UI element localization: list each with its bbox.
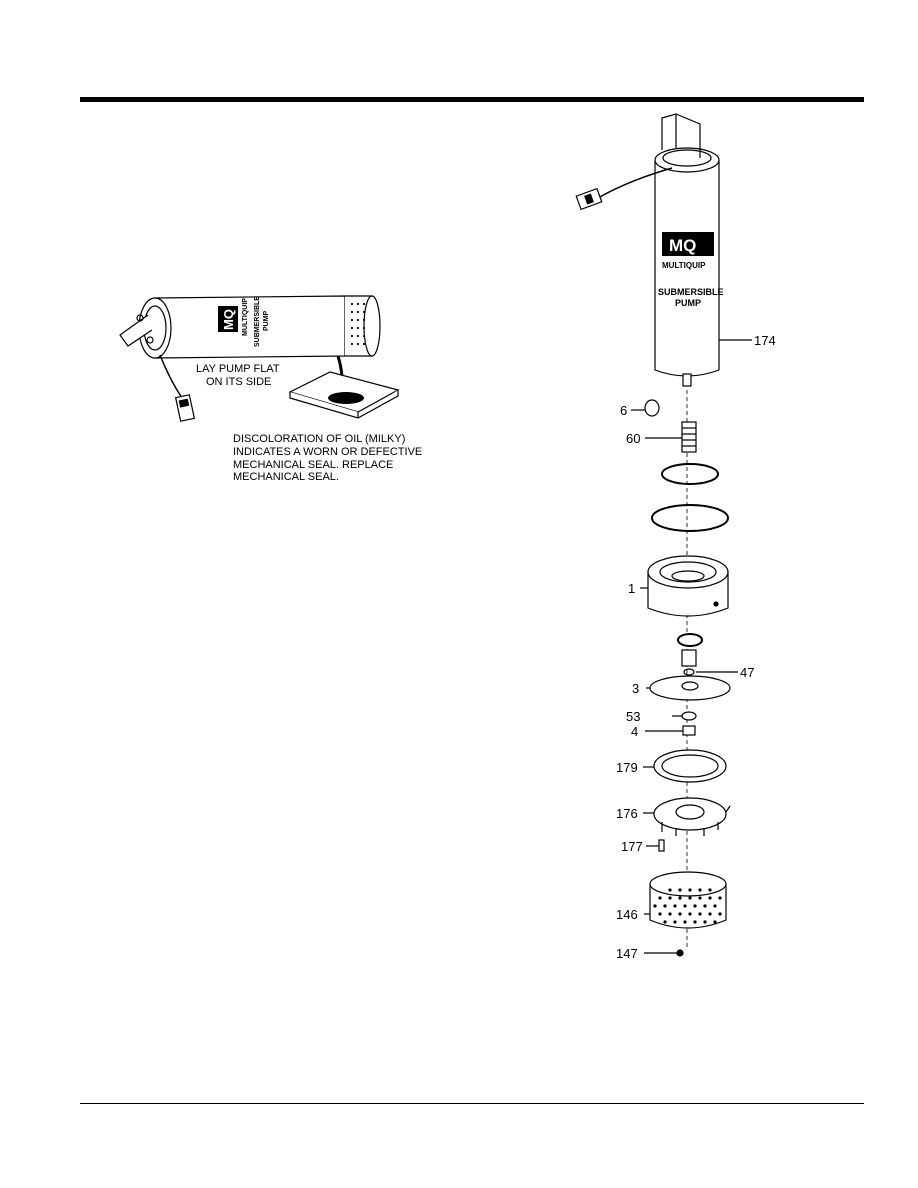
part-146-strainer: [644, 871, 727, 929]
part-147-screw: [644, 949, 684, 957]
part-1-seal-housing: [640, 555, 729, 617]
callout-47: 47: [740, 665, 754, 680]
upright-logo-mark: MQ: [669, 236, 696, 255]
part-47-washer: [683, 668, 695, 676]
pump-lying-flat: [119, 295, 381, 422]
note-discoloration-line2: INDICATES A WORN OR DEFECTIVE: [233, 446, 422, 458]
callout-146: 146: [616, 907, 638, 922]
product-label-line2: PUMP: [263, 310, 270, 331]
callout-174: 174: [754, 333, 776, 348]
strainer-holes: [653, 888, 722, 924]
part-177-screw: [646, 839, 665, 852]
logo-name: MULTIQUIP: [242, 298, 249, 336]
seal-sleeve: [681, 649, 697, 667]
part-53-washer: [681, 711, 697, 721]
note-discoloration-line3: MECHANICAL SEAL. REPLACE: [233, 459, 393, 471]
header-rule: [80, 97, 864, 102]
callout-147: 147: [616, 946, 638, 961]
product-label-line1: SUBMERSIBLE: [254, 296, 261, 347]
pump-logo: MQ MULTIQUIP SUBMERSIBLE PUMP: [218, 296, 270, 347]
callout-1: 1: [628, 581, 635, 596]
part-174-pump-body: [575, 113, 720, 387]
logo-mark: MQ: [221, 309, 236, 330]
part-4-nut: [682, 725, 696, 736]
seal-ring: [677, 633, 703, 647]
footer-rule: [80, 1103, 864, 1104]
note-lay-flat-line1: LAY PUMP FLAT: [196, 363, 280, 375]
note-discoloration-line1: DISCOLORATION OF OIL (MILKY): [233, 433, 405, 445]
oil-tray: [288, 355, 400, 419]
note-lay-flat-line2: ON ITS SIDE: [206, 376, 271, 388]
callout-179: 179: [616, 760, 638, 775]
note-discoloration-line4: MECHANICAL SEAL.: [233, 471, 339, 483]
upright-pump-logo: [662, 232, 714, 256]
part-6-plug: [644, 399, 660, 417]
o-ring-small: [661, 463, 719, 485]
callout-3: 3: [632, 681, 639, 696]
part-3-impeller: [646, 675, 731, 701]
part-179-gasket: [643, 749, 727, 783]
upright-logo-name: MULTIQUIP: [662, 261, 706, 270]
o-ring-large: [651, 504, 729, 532]
upright-product-label-line2: PUMP: [675, 298, 701, 308]
callout-60: 60: [626, 431, 640, 446]
callout-177: 177: [621, 839, 643, 854]
upright-product-label-line1: SUBMERSIBLE: [658, 287, 724, 297]
part-60-shaft: [645, 421, 697, 453]
callout-6: 6: [620, 403, 627, 418]
part-176-suction-cover: [643, 797, 731, 836]
callout-4: 4: [631, 724, 638, 739]
callout-176: 176: [616, 806, 638, 821]
callout-53: 53: [626, 709, 640, 724]
